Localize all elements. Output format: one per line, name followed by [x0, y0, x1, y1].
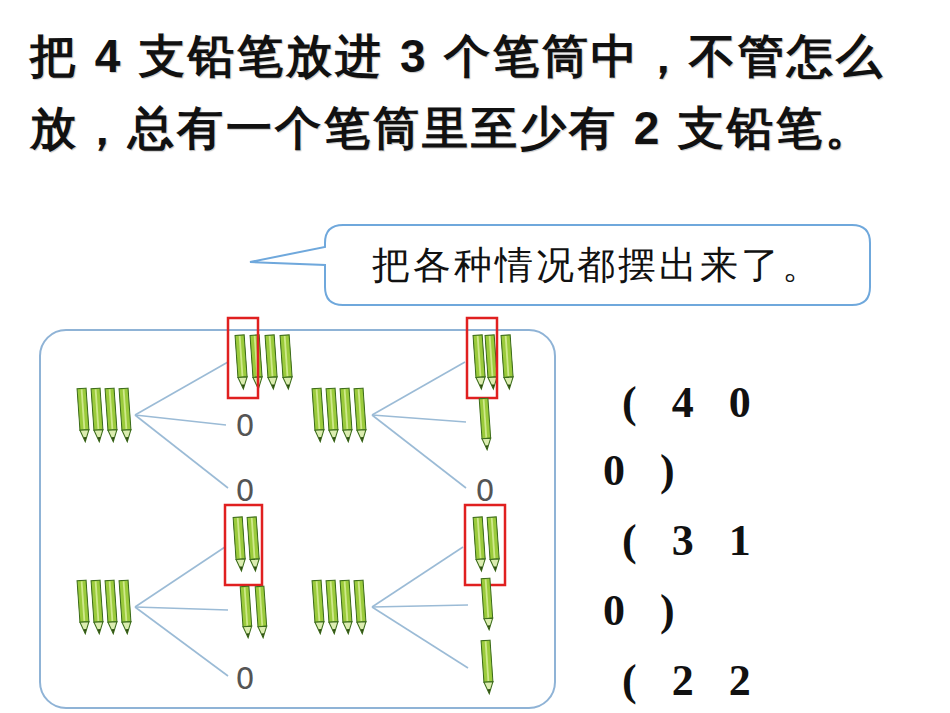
- speech-bubble: 把各种情况都摆出来了。: [325, 225, 870, 305]
- pencil-group: [225, 505, 267, 638]
- zero-count: 0: [235, 661, 254, 696]
- pencil-icon: [265, 335, 278, 390]
- highlight-box: [465, 505, 505, 585]
- pencil-icon: [326, 580, 339, 634]
- case-tuple: ( 3 1: [622, 515, 751, 566]
- pencil-icon: [255, 586, 267, 638]
- branch-line: [372, 547, 463, 607]
- zero-count: 0: [475, 473, 494, 508]
- pencil-icon: [105, 388, 118, 442]
- branch-line: [135, 607, 228, 610]
- pencil-icon: [119, 388, 132, 442]
- frame-box: [40, 330, 555, 708]
- bubble-text: 把各种情况都摆出来了。: [372, 240, 823, 291]
- case-tuple: 0 ): [603, 585, 675, 636]
- pencil-icon: [481, 640, 494, 694]
- branch-line: [135, 547, 225, 607]
- branch-line: [135, 362, 228, 415]
- pencil-icon: [77, 580, 90, 634]
- pencil-icon: [340, 388, 353, 442]
- pencil-icon: [250, 335, 263, 390]
- branch-line: [372, 415, 466, 422]
- pencil-group: [77, 580, 132, 634]
- pencil-group: [465, 505, 505, 694]
- branch-line: [372, 605, 468, 607]
- pencil-group: [312, 388, 367, 442]
- case-tuple: ( 2 2: [622, 655, 751, 706]
- pencil-group: [77, 388, 132, 442]
- pencil-icon: [119, 580, 132, 634]
- pencil-group: [467, 318, 514, 450]
- pencil-group: [312, 580, 367, 634]
- branch-line: [135, 415, 228, 488]
- pencil-icon: [473, 517, 486, 572]
- highlight-box: [225, 505, 262, 585]
- branch-line: [372, 362, 465, 415]
- branch-line: [135, 607, 228, 676]
- pencil-group: [228, 318, 293, 398]
- pencil-icon: [312, 580, 325, 634]
- zero-count: 0: [235, 473, 254, 508]
- pencil-icon: [481, 578, 493, 630]
- branch-line: [135, 415, 226, 425]
- case-tuple: 0 ): [603, 445, 675, 496]
- pencil-icon: [487, 517, 500, 572]
- zero-count: 0: [235, 408, 254, 443]
- pencil-icon: [473, 335, 486, 390]
- pencil-icon: [280, 335, 293, 390]
- pencil-icon: [479, 398, 491, 450]
- tree-branches: [135, 362, 468, 676]
- highlight-box: [228, 318, 258, 398]
- pencil-icon: [77, 388, 90, 442]
- title-text: 把 4 支铅笔放进 3 个笔筒中，不管怎么放，总有一个笔筒里至少有 2 支铅笔。: [30, 20, 925, 164]
- pencil-icon: [91, 388, 104, 442]
- pencil-icon: [326, 388, 339, 442]
- pencil-icon: [235, 335, 248, 390]
- pencil-icon: [247, 517, 260, 572]
- pencil-icon: [354, 580, 367, 634]
- pencil-icon: [340, 580, 353, 634]
- case-tuple: ( 4 0: [622, 377, 751, 428]
- pencil-icon: [105, 580, 118, 634]
- pencil-icon: [501, 335, 514, 390]
- pencil-icon: [354, 388, 367, 442]
- bubble-shape: [250, 225, 870, 305]
- pencil-icon: [91, 580, 104, 634]
- pencil-icon: [312, 388, 325, 442]
- branch-line: [372, 415, 466, 488]
- pencil-icon: [240, 586, 252, 638]
- branch-line: [372, 607, 468, 668]
- pencil-icon: [233, 517, 246, 572]
- highlight-box: [467, 318, 497, 398]
